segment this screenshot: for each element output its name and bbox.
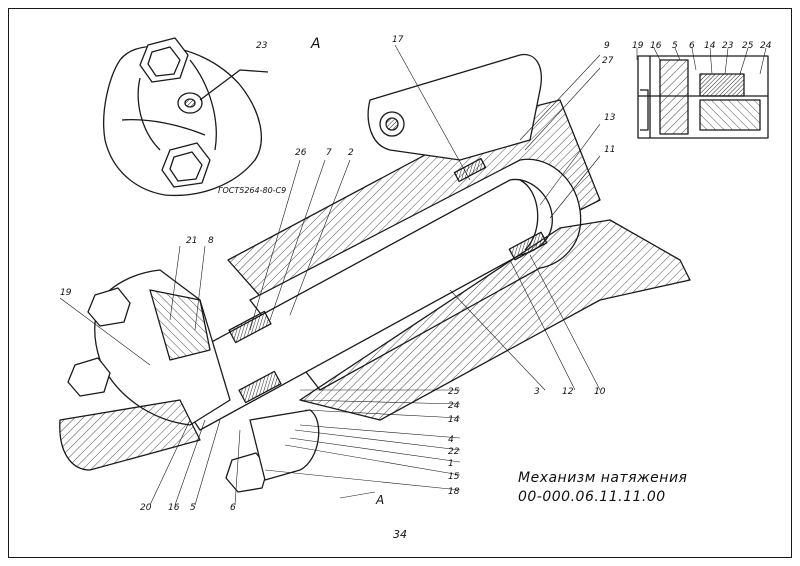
- callout: 7: [326, 148, 332, 158]
- callout: 9: [604, 41, 610, 51]
- callout: 5: [190, 503, 196, 513]
- callout: 2: [348, 148, 354, 158]
- callout: 21: [186, 236, 197, 246]
- callout: 11: [604, 145, 615, 155]
- callout: 24: [448, 401, 460, 411]
- callout: 25: [448, 387, 460, 397]
- leader-lines: [59, 44, 767, 506]
- drawing-frame: [8, 8, 792, 558]
- page-number: 34: [393, 528, 407, 541]
- callout: 6: [230, 503, 236, 513]
- view-a-inset: [103, 37, 269, 197]
- callout: 27: [602, 56, 614, 66]
- drawing-code: 00-000.06.11.11.00: [518, 489, 666, 505]
- callout: 17: [392, 35, 404, 45]
- callout: 10: [594, 387, 606, 397]
- callout: 26: [295, 148, 307, 158]
- callout: 22: [448, 447, 460, 457]
- callout: 13: [604, 113, 616, 123]
- callout: 15: [448, 472, 460, 482]
- callout: 6: [689, 41, 695, 51]
- drawing-title: Механизм натяжения: [518, 470, 688, 486]
- callout: 4: [448, 435, 454, 445]
- cylinder-body: [59, 53, 691, 493]
- callout: 23: [256, 41, 268, 51]
- callout: 16: [650, 41, 662, 51]
- detail-section: [637, 55, 769, 139]
- view-label: А: [311, 36, 321, 52]
- callout: 12: [562, 387, 574, 397]
- callout: 20: [140, 503, 152, 513]
- callout-labels: 23 17 9 27 19 16 5 6 14 23 25 24 13 11 2…: [60, 35, 772, 513]
- standard-note: ГОСТ5264-80-С9: [218, 186, 287, 195]
- view-arrow-label: А: [376, 493, 385, 507]
- callout: 5: [672, 41, 678, 51]
- callout: 14: [704, 41, 716, 51]
- callout: 1: [448, 459, 454, 469]
- callout: 16: [168, 503, 180, 513]
- callout: 24: [760, 41, 772, 51]
- callout: 23: [722, 41, 734, 51]
- callout: 18: [448, 487, 460, 497]
- callout: 19: [60, 288, 72, 298]
- callout: 25: [742, 41, 754, 51]
- callout: 3: [534, 387, 540, 397]
- callout: 19: [632, 41, 644, 51]
- callout: 14: [448, 415, 460, 425]
- callout: 8: [208, 236, 214, 246]
